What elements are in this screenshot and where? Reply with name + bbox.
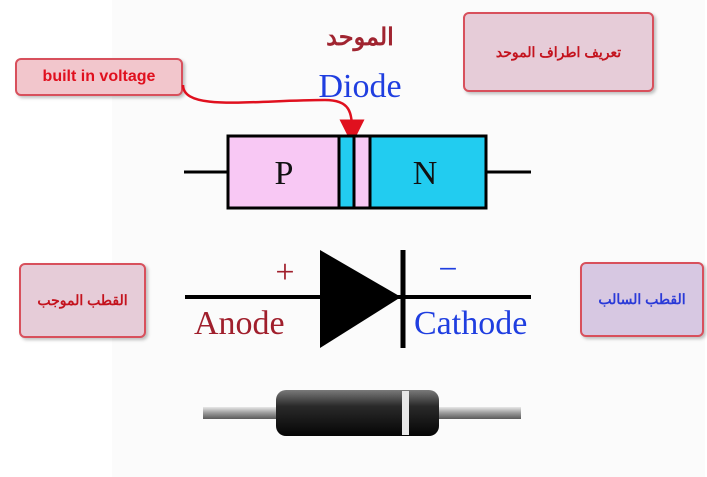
symbol-triangle xyxy=(320,250,401,348)
negative-pole-label: القطب السالب xyxy=(598,291,686,307)
built-in-voltage-label: built in voltage xyxy=(42,68,156,85)
minus-sign: − xyxy=(438,251,457,288)
title-arabic: الموحد xyxy=(326,22,394,51)
diode-component xyxy=(203,390,521,436)
plus-sign: + xyxy=(275,254,294,291)
component-cathode-band xyxy=(402,391,409,435)
p-label: P xyxy=(275,155,294,192)
anode-label: Anode xyxy=(194,305,285,342)
component-body xyxy=(276,390,439,436)
p-region xyxy=(226,134,341,210)
diode-symbol: + − Anode Cathode xyxy=(185,250,531,348)
positive-pole-callout: القطب الموجب xyxy=(19,263,146,338)
pn-junction: P N xyxy=(184,134,531,210)
positive-pole-label: القطب الموجب xyxy=(37,292,128,308)
n-region xyxy=(368,134,488,210)
title-english: Diode xyxy=(318,68,402,105)
n-label: N xyxy=(413,155,438,192)
depletion-n-side xyxy=(337,134,356,210)
negative-pole-callout: القطب السالب xyxy=(580,262,704,337)
terminals-definition-label: تعريف اطراف الموحد xyxy=(495,43,622,60)
depletion-p-side xyxy=(352,134,372,210)
built-in-voltage-callout: built in voltage xyxy=(15,58,183,96)
terminals-definition-callout: تعريف اطراف الموحد xyxy=(463,12,654,92)
built-in-voltage-arrow xyxy=(181,84,365,145)
cathode-label: Cathode xyxy=(414,305,527,342)
